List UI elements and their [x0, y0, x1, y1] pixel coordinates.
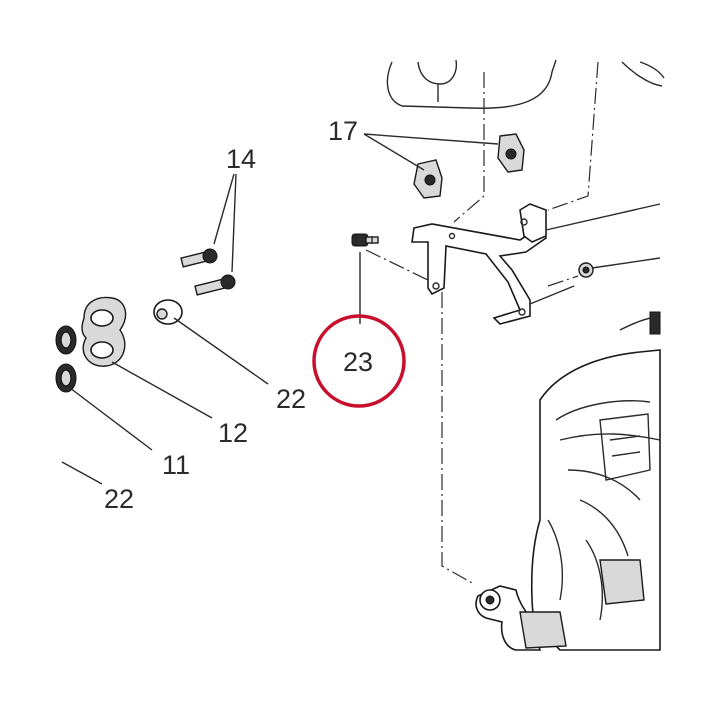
upper-housing: [386, 59, 665, 109]
engine-assembly: [475, 311, 661, 651]
screw-14-lower: [194, 274, 236, 296]
clip-nut-17-right: [497, 133, 525, 173]
bushing-11-upper: [55, 325, 77, 355]
screw-14-upper: [180, 248, 218, 268]
highlight-circle: [312, 314, 406, 408]
assembly-guide-lines: [365, 61, 599, 585]
leader-lines: [61, 133, 661, 485]
callout-14: 14: [226, 144, 256, 174]
screw-right: [578, 262, 594, 278]
callout-11: 11: [162, 450, 190, 480]
callout-22-washer: 22: [276, 384, 306, 414]
mounting-bracket: [411, 203, 547, 325]
callout-23: 23: [343, 347, 373, 377]
bushing-11-lower: [55, 363, 77, 393]
callout-17: 17: [328, 116, 358, 146]
clip-nut-17-left: [413, 159, 443, 199]
plate-12: [81, 296, 127, 367]
screw-23: [351, 233, 379, 247]
callout-12: 12: [218, 418, 248, 448]
callout-22-lower: 22: [104, 484, 134, 514]
